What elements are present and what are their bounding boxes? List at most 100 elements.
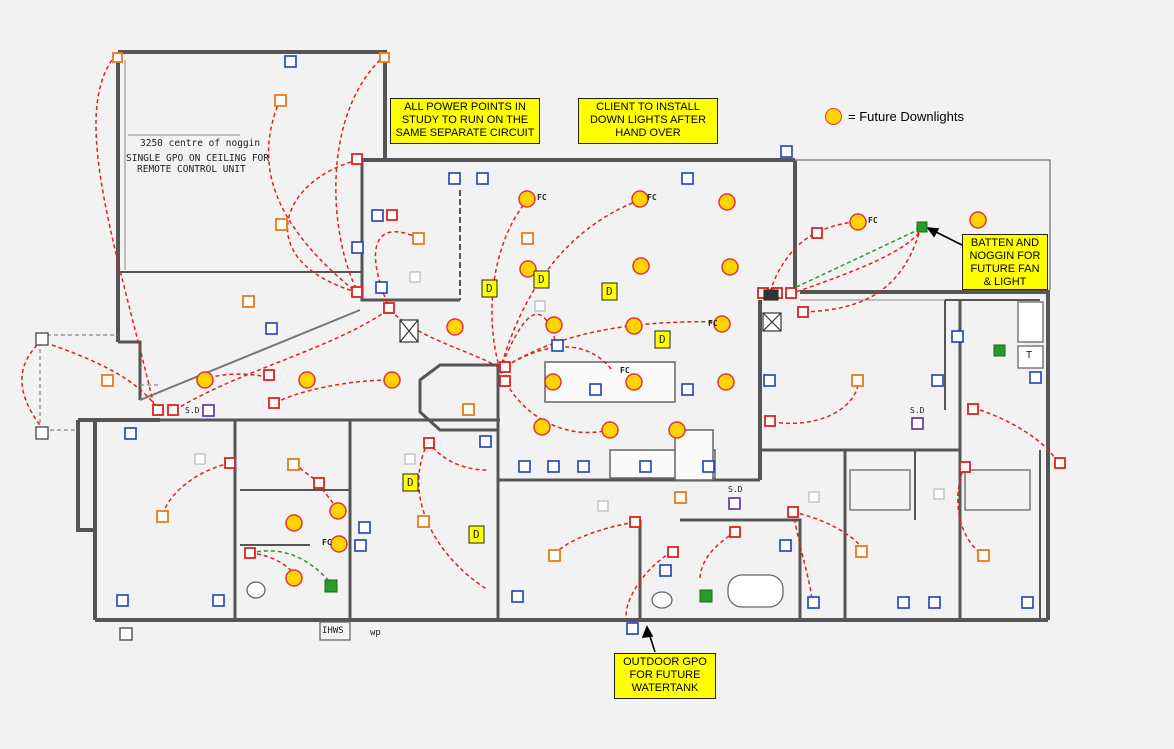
fan-point-icon — [993, 344, 1006, 357]
downlight-icon — [285, 569, 303, 587]
smoke-detectors — [202, 404, 924, 510]
thermostat-label: T — [1026, 350, 1033, 361]
downlight-icon — [632, 257, 650, 275]
power-point-icon — [959, 461, 971, 473]
note-arrows — [641, 227, 963, 653]
exhaust-box — [399, 289, 782, 343]
switch-icon — [1021, 596, 1034, 609]
dashed-outlines — [39, 334, 160, 431]
power-point-icon — [268, 397, 280, 409]
external-outlet-icon — [119, 627, 133, 641]
power-points — [152, 153, 1066, 559]
switch-icon — [807, 596, 820, 609]
light-point-icon — [521, 232, 534, 245]
ceiling-fan-label: FC — [537, 193, 547, 202]
future-downlights — [196, 190, 987, 587]
switch-icon — [639, 460, 652, 473]
smoke-detector-icon — [728, 497, 741, 510]
switch-icon — [928, 596, 941, 609]
downlight-icon — [545, 316, 563, 334]
power-point-icon — [499, 375, 511, 387]
switch-icon — [354, 539, 367, 552]
wp-label: wp — [370, 628, 381, 638]
switch-icon — [780, 145, 793, 158]
light-point-icon — [156, 510, 169, 523]
downlight-icon — [721, 258, 739, 276]
power-point-icon — [152, 404, 164, 416]
switch-icon — [518, 460, 531, 473]
power-point-icon — [667, 546, 679, 558]
light-point-icon — [101, 374, 114, 387]
light-points — [101, 52, 990, 562]
downlight-marker-label: D — [538, 273, 545, 286]
smoke-detector-icon — [911, 417, 924, 430]
switch-icon — [577, 460, 590, 473]
power-point-icon — [787, 506, 799, 518]
light-point-icon — [462, 403, 475, 416]
ceiling-fan-label: FC — [620, 366, 630, 375]
light-point-icon — [977, 549, 990, 562]
downlight-legend-icon — [825, 108, 842, 125]
light-point-icon — [674, 491, 687, 504]
switch-icon — [448, 172, 461, 185]
power-point-icon — [967, 403, 979, 415]
switch-icon — [511, 590, 524, 603]
power-point-icon — [811, 227, 823, 239]
ceiling-fan-label: FC — [647, 193, 657, 202]
light-point-icon — [412, 232, 425, 245]
external-outlet-icon — [35, 332, 49, 346]
downlight-icon — [631, 190, 649, 208]
switch-icon — [547, 460, 560, 473]
downlight-icon — [329, 502, 347, 520]
power-point-icon — [499, 361, 511, 373]
switch-icon — [551, 339, 564, 352]
downlight-icon — [969, 211, 987, 229]
switch-icon — [659, 564, 672, 577]
downlight-icon — [668, 421, 686, 439]
switch-icon — [1029, 371, 1042, 384]
downlight-icon — [601, 421, 619, 439]
switch-icon — [681, 172, 694, 185]
ceiling-fan-label: FC — [708, 319, 718, 328]
power-point-icon — [244, 547, 256, 559]
switch-icon — [626, 622, 639, 635]
note-batten-noggin: BATTEN AND NOGGIN FOR FUTURE FAN & LIGHT — [962, 234, 1048, 290]
note-outdoor-gpo: OUTDOOR GPO FOR FUTURE WATERTANK — [614, 653, 716, 699]
downlight-icon — [533, 418, 551, 436]
fan-point-icon — [699, 589, 713, 603]
light-point-icon — [275, 218, 288, 231]
power-point-icon — [351, 153, 363, 165]
downlight-icon — [717, 373, 735, 391]
downlight-icon — [625, 373, 643, 391]
switches — [116, 55, 1042, 635]
downlight-marker-label: D — [407, 476, 414, 489]
power-point-icon — [386, 209, 398, 221]
downlight-icon — [518, 190, 536, 208]
downlight-icon — [196, 371, 214, 389]
power-point-icon — [797, 306, 809, 318]
downlight-icon — [713, 315, 731, 333]
downlight-icon — [330, 535, 348, 553]
downlight-icon — [298, 371, 316, 389]
downlight-icon — [383, 371, 401, 389]
switch-icon — [589, 383, 602, 396]
garage-wall — [118, 50, 387, 160]
downlight-marker-label: D — [473, 528, 480, 541]
gpo-ceiling-note-1: SINGLE GPO ON CEILING FOR — [126, 153, 269, 164]
switch-icon — [351, 241, 364, 254]
switch-icon — [702, 460, 715, 473]
smoke-detector-label: S.D — [910, 406, 925, 415]
power-point-icon — [1054, 457, 1066, 469]
exhaust-markers — [194, 271, 945, 512]
smoke-detector-icon — [202, 404, 215, 417]
fan-point-icon — [324, 579, 338, 593]
external-outlets — [35, 332, 133, 641]
power-point-icon — [263, 369, 275, 381]
downlight-icon — [285, 514, 303, 532]
future-wiring — [249, 227, 923, 583]
switch-icon — [375, 281, 388, 294]
power-point-icon — [351, 286, 363, 298]
switch-icon — [371, 209, 384, 222]
power-point-icon — [383, 302, 395, 314]
light-point-icon — [855, 545, 868, 558]
